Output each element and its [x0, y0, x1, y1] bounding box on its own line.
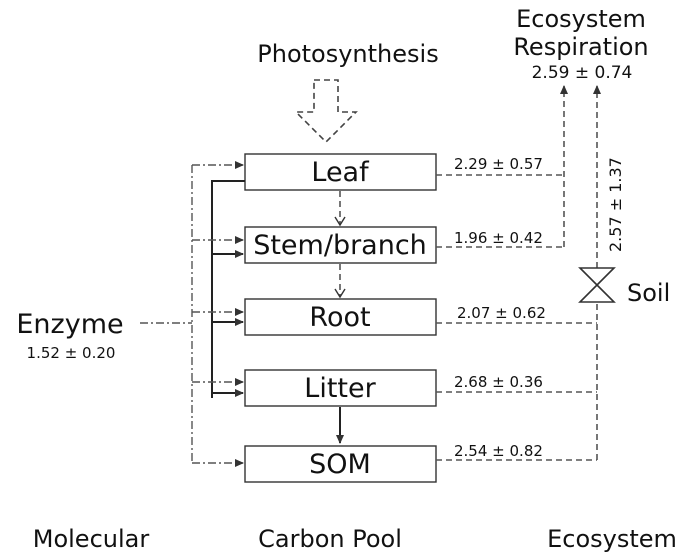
soil-respiration-value: 2.57 ± 1.37 — [606, 157, 625, 252]
enzyme-value: 1.52 ± 0.20 — [27, 344, 116, 362]
footer-carbon-pool: Carbon Pool — [258, 525, 402, 553]
soil-label: Soil — [627, 279, 670, 307]
photosynthesis-label: Photosynthesis — [257, 40, 438, 68]
pool-som-label: SOM — [309, 449, 371, 480]
footer-ecosystem: Ecosystem — [547, 525, 677, 553]
pool-som: SOM — [244, 445, 437, 483]
photosynthesis-arrow-icon — [294, 79, 358, 144]
leaf-flux-value: 2.29 ± 0.57 — [454, 155, 543, 173]
ecosystem-respiration-title-line2: Respiration — [513, 33, 648, 61]
pool-root: Root — [244, 298, 437, 336]
stem-flux-value: 1.96 ± 0.42 — [454, 229, 543, 247]
pool-stem-branch: Stem/branch — [244, 226, 437, 264]
litter-flux-value: 2.68 ± 0.36 — [454, 373, 543, 391]
ecosystem-respiration-title-line1: Ecosystem — [516, 5, 646, 33]
pool-leaf-label: Leaf — [311, 157, 370, 188]
pool-stem-branch-label: Stem/branch — [253, 230, 427, 261]
pool-litter-label: Litter — [304, 373, 376, 404]
pool-root-label: Root — [309, 302, 370, 333]
pool-litter: Litter — [244, 369, 437, 407]
soil-valve-icon — [578, 267, 616, 303]
footer-molecular: Molecular — [33, 525, 150, 553]
allocation-trunk — [211, 180, 245, 398]
root-flux-value: 2.07 ± 0.62 — [457, 304, 546, 322]
pool-leaf: Leaf — [244, 153, 437, 191]
enzyme-label: Enzyme — [16, 309, 123, 340]
ecosystem-respiration-value: 2.59 ± 0.74 — [532, 63, 633, 83]
som-flux-value: 2.54 ± 0.82 — [454, 442, 543, 460]
